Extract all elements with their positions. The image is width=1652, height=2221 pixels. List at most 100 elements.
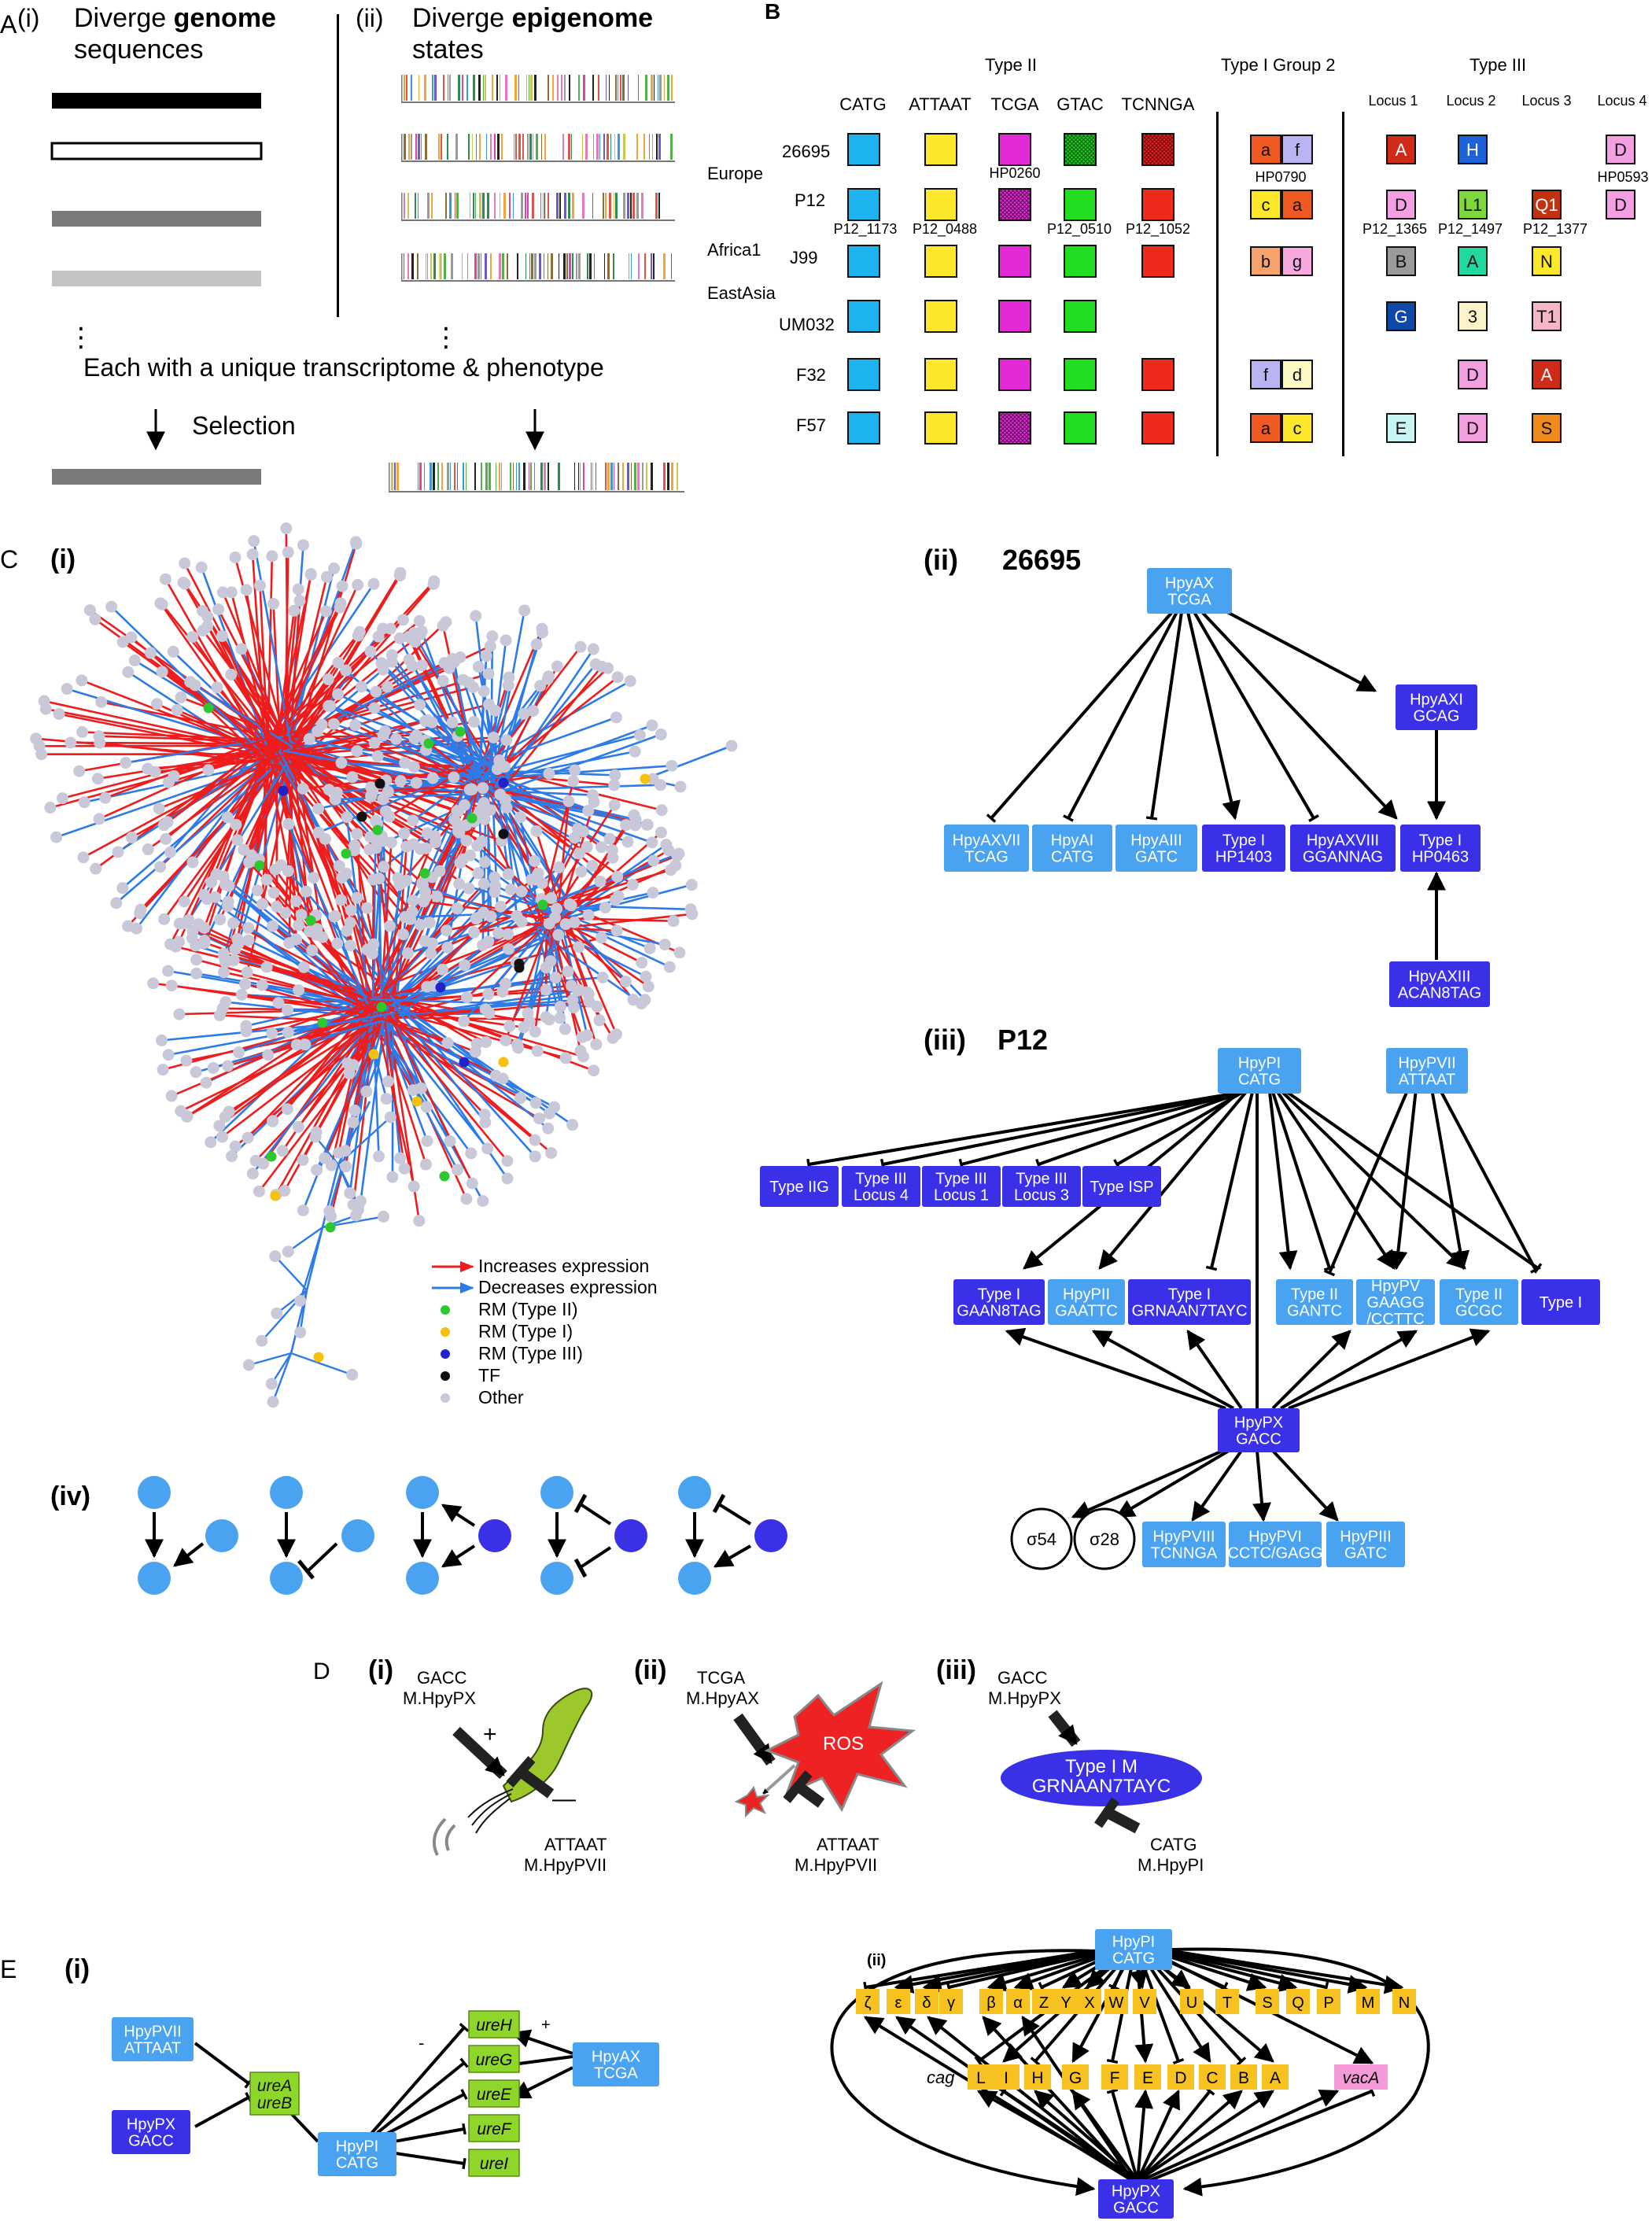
network-node	[647, 854, 660, 867]
e-node-hpypvii-text: ATTAAT	[124, 2040, 181, 2057]
cag-gene-label: B	[1238, 2069, 1249, 2087]
network-node	[347, 1116, 360, 1129]
panel-c-iv-label: (iv)	[50, 1481, 90, 1511]
network-node	[377, 729, 389, 742]
network-node	[76, 674, 88, 687]
annot-hp0593: HP0593	[1597, 169, 1648, 185]
network-node	[588, 795, 600, 808]
d-i-inhibit-stem	[517, 1767, 555, 1799]
e-node-hpypx-box	[112, 2110, 190, 2154]
node-hpypiii-text: GATC	[1344, 1545, 1387, 1562]
network-edge	[535, 920, 647, 978]
cell-P12-attaat	[924, 188, 957, 221]
d-iii-ellipse-2: GRNAAN7TAYC	[1032, 1776, 1171, 1797]
node-type-ii-gantc-text: Type II	[1291, 1286, 1338, 1304]
network-node	[334, 894, 347, 906]
gene-uref: ureF	[468, 2114, 520, 2142]
network-edge	[281, 584, 359, 752]
inhibition-edge	[879, 1090, 1244, 1171]
network-node	[496, 986, 509, 998]
d-iii-bottom-2: M.HpyPI	[1138, 1855, 1204, 1875]
network-node	[150, 698, 163, 710]
annot-p12-0510: P12_0510	[1047, 221, 1112, 238]
network-node	[156, 666, 168, 678]
network-node	[464, 849, 477, 861]
network-node	[360, 1085, 373, 1098]
network-node	[686, 908, 699, 920]
activation-edge	[1430, 1088, 1470, 1271]
network-node	[608, 799, 621, 811]
network-edge	[249, 1352, 292, 1367]
node-type-i-hp0463-text: Type I	[1419, 832, 1462, 850]
selection-label: Selection	[192, 411, 296, 440]
node-type-iii-locus4-text: Locus 4	[854, 1187, 909, 1205]
network-node	[595, 932, 607, 944]
node-sigma54: σ54	[1010, 1507, 1073, 1570]
network-node	[328, 563, 341, 575]
network-node	[407, 895, 419, 907]
network-node	[370, 685, 382, 698]
network-node	[346, 771, 359, 784]
node-hpyaxviii-text: HpyAXVIII	[1307, 832, 1379, 850]
cag-gene-h: H	[1024, 2064, 1051, 2090]
network-node	[410, 777, 422, 789]
network-node	[282, 546, 294, 559]
network-node	[542, 1122, 555, 1134]
network-node	[200, 1076, 212, 1089]
network-node	[591, 1000, 603, 1013]
node-type-ii-gantc-text: GANTC	[1287, 1303, 1342, 1320]
network-node	[242, 934, 255, 946]
network-node	[201, 611, 214, 623]
network-edge	[159, 603, 267, 754]
network-node	[30, 732, 42, 745]
network-node	[582, 909, 595, 921]
cag-gene-label: P	[1323, 1994, 1333, 2012]
network-node	[529, 1150, 541, 1163]
network-node	[427, 577, 440, 590]
type3-cell-label: L1	[1463, 195, 1482, 215]
network-node	[73, 765, 86, 777]
network-node	[212, 603, 225, 616]
cag-top-gene-10: V	[1133, 1989, 1156, 2014]
e-node-hpypvii-text: HpyPVII	[124, 2024, 181, 2041]
network-node	[214, 913, 227, 926]
network-node	[179, 557, 191, 570]
node-type-iii-locus1-text: Locus 1	[934, 1187, 989, 1205]
network-node	[186, 630, 199, 643]
network-node	[569, 764, 581, 777]
network-edge	[364, 1018, 388, 1099]
network-edge	[197, 923, 374, 1009]
network-node	[116, 882, 129, 895]
network-node	[256, 1334, 268, 1347]
network-node	[162, 965, 175, 977]
network-edge	[389, 994, 537, 1157]
network-edge	[499, 733, 662, 794]
network-node	[566, 1119, 579, 1131]
network-node	[565, 980, 577, 992]
inhibition-edge	[986, 611, 1174, 823]
network-edge	[502, 663, 597, 780]
activation-edge	[1186, 1330, 1243, 1410]
network-node	[282, 817, 295, 830]
network-edge	[286, 580, 435, 743]
network-node	[256, 979, 268, 991]
network-node	[466, 783, 478, 795]
cag-loop-right	[1171, 1947, 1430, 2197]
network-node	[655, 804, 668, 817]
network-edge	[375, 1019, 415, 1187]
network-node	[377, 1210, 389, 1223]
network-node	[304, 568, 317, 581]
sigma54-label: σ54	[1027, 1529, 1056, 1549]
network-edge	[495, 648, 595, 795]
activation-edge	[1071, 1449, 1223, 1519]
network-edge	[365, 1016, 396, 1092]
node-type-iii-locus4-box	[842, 1166, 920, 1207]
activation-edge	[1091, 1330, 1234, 1410]
network-node	[418, 895, 430, 908]
network-node	[480, 1036, 492, 1049]
network-node	[626, 879, 639, 891]
network-node	[472, 660, 485, 673]
d-iii-inhibit-bar	[1094, 1797, 1119, 1828]
